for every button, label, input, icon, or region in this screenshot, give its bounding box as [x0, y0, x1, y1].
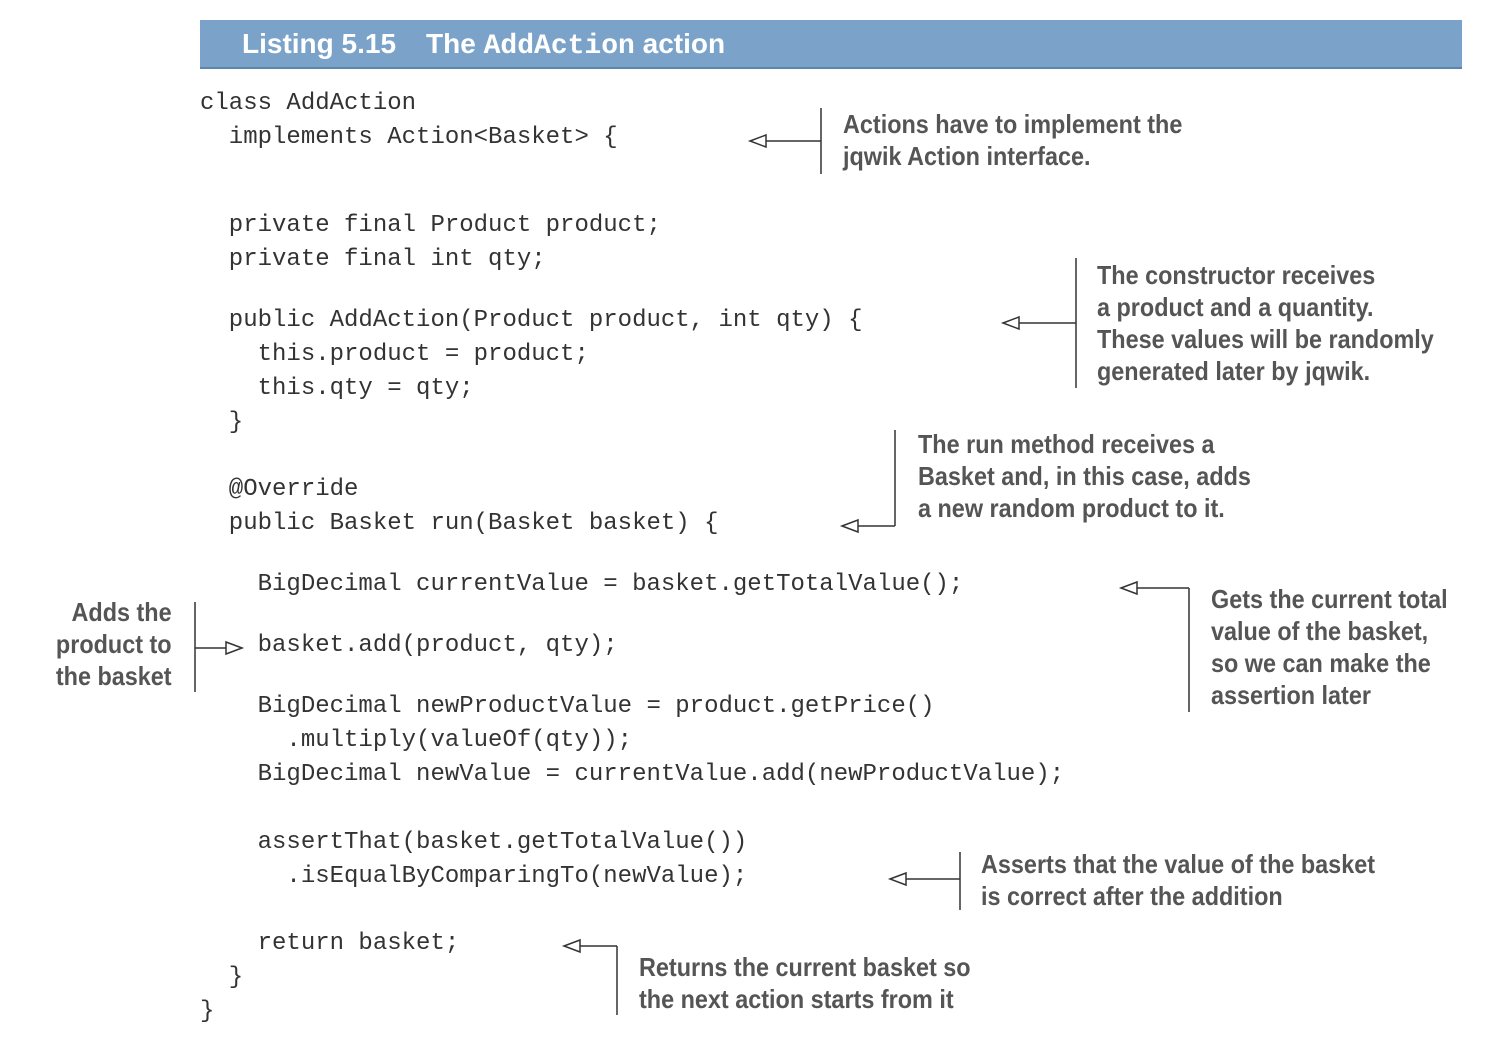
annotation-run: The run method receives a Basket and, in…	[918, 428, 1251, 524]
code-line: private final Product product;	[200, 212, 661, 239]
annotation-line: The constructor receives	[1097, 260, 1376, 290]
annotation-line: so we can make the	[1211, 648, 1431, 678]
annotation-implement: Actions have to implement the jqwik Acti…	[843, 108, 1182, 172]
annotation-line: a new random product to it.	[918, 493, 1225, 523]
code-line: this.qty = qty;	[200, 375, 474, 402]
annotation-line: Gets the current total	[1211, 584, 1448, 614]
annotation-line: The run method receives a	[918, 429, 1215, 459]
annotation-returns: Returns the current basket so the next a…	[639, 951, 971, 1015]
code-line: BigDecimal currentValue = basket.getTota…	[200, 571, 964, 598]
annotation-line: product to	[56, 629, 172, 659]
code-line: class AddAction	[200, 90, 417, 117]
listing-number: Listing 5.15	[242, 28, 397, 59]
annotation-line: Adds the	[71, 597, 172, 627]
code-line: private final int qty;	[200, 246, 546, 273]
listing-title-post: action	[634, 28, 726, 59]
listing-title-pre: The	[426, 28, 484, 59]
annotation-line: Basket and, in this case, adds	[918, 461, 1251, 491]
code-line: public Basket run(Basket basket) {	[200, 510, 719, 537]
annotation-line: a product and a quantity.	[1097, 292, 1374, 322]
annotation-line: generated later by jqwik.	[1097, 356, 1371, 386]
code-line: @Override	[200, 476, 359, 503]
code-line: BigDecimal newValue = currentValue.add(n…	[200, 761, 1065, 788]
annotation-line: jqwik Action interface.	[843, 141, 1091, 171]
code-line: this.product = product;	[200, 341, 589, 368]
code-line: }	[200, 409, 244, 436]
annotation-line: Asserts that the value of the basket	[981, 849, 1376, 879]
annotation-line: assertion later	[1211, 680, 1371, 710]
code-line: implements Action<Basket> {	[200, 124, 618, 151]
annotation-line: value of the basket,	[1211, 616, 1429, 646]
code-line: BigDecimal newProductValue = product.get…	[200, 693, 935, 720]
code-line: }	[200, 964, 244, 991]
code-line: return basket;	[200, 930, 460, 957]
code-line: .multiply(valueOf(qty));	[200, 727, 633, 754]
code-line: }	[200, 998, 215, 1025]
annotation-line: the basket	[56, 661, 172, 691]
annotation-adds-product: Adds the product to the basket	[56, 596, 172, 692]
code-line: assertThat(basket.getTotalValue())	[200, 829, 748, 856]
annotation-line: Returns the current basket so	[639, 952, 971, 982]
listing-header: Listing 5.15 The AddAction action	[200, 20, 1462, 69]
annotation-line: is correct after the addition	[981, 881, 1283, 911]
annotation-line: These values will be randomly	[1097, 324, 1434, 354]
annotation-line: Actions have to implement the	[843, 109, 1183, 139]
code-line: .isEqualByComparingTo(newValue);	[200, 863, 748, 890]
annotation-constructor: The constructor receives a product and a…	[1097, 259, 1434, 387]
code-line: public AddAction(Product product, int qt…	[200, 307, 863, 334]
annotation-asserts: Asserts that the value of the basket is …	[981, 848, 1375, 912]
listing-title-code: AddAction	[483, 31, 635, 62]
code-line: basket.add(product, qty);	[200, 632, 618, 659]
annotation-current-value: Gets the current total value of the bask…	[1211, 583, 1448, 711]
annotation-line: the next action starts from it	[639, 984, 954, 1014]
